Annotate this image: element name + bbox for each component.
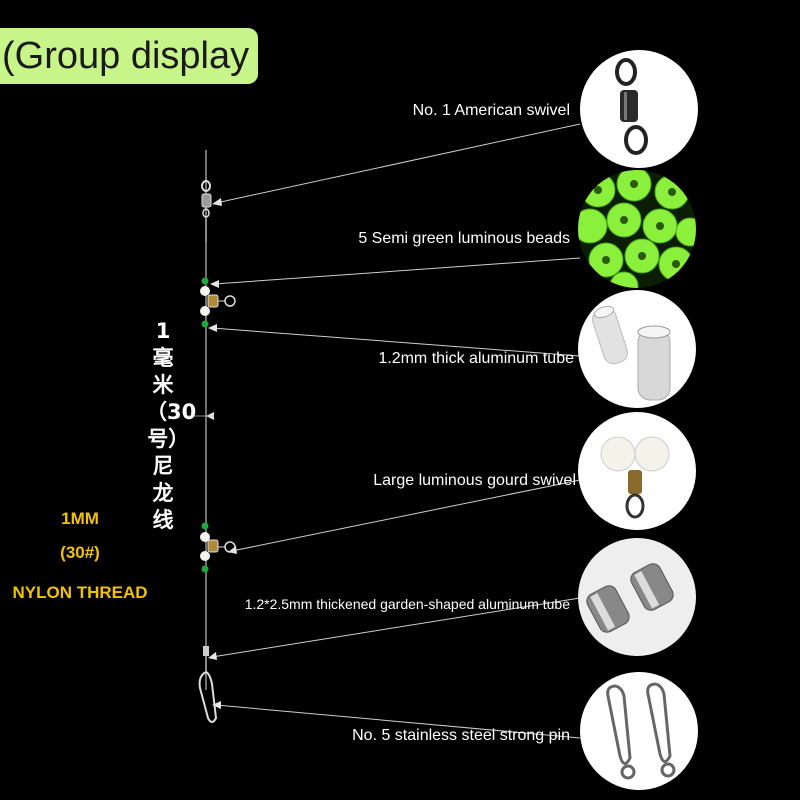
leader-line-gourd-swivel: [231, 479, 581, 552]
thread-number: (30#): [60, 543, 100, 562]
upper-bead-group-icon: [200, 277, 236, 328]
leader-line-pin: [215, 704, 581, 739]
leader-line-beads: [213, 257, 581, 285]
top-swivel-icon: [201, 180, 212, 242]
lower-bead-group-icon: [200, 522, 236, 573]
thread-size: 1MM: [61, 509, 99, 528]
group-display-title: (Group display: [0, 28, 258, 84]
label-luminous-beads: 5 Semi green luminous beads: [358, 230, 570, 247]
label-gourd-swivel: Large luminous gourd swivel: [373, 472, 576, 489]
thread-name: NYLON THREAD: [12, 583, 148, 602]
green-beads-icon: [578, 170, 696, 288]
label-snap-pin: No. 5 stainless steel strong pin: [352, 727, 570, 744]
bottom-snap-icon: [198, 646, 218, 723]
leader-line-sleeve: [211, 597, 581, 658]
label-aluminum-tube: 1.2mm thick aluminum tube: [378, 350, 574, 367]
leader-line-tube: [211, 327, 581, 357]
barrel-swivel-icon: [580, 50, 698, 168]
leader-line-swivel: [215, 123, 581, 204]
label-american-swivel: No. 1 American swivel: [412, 102, 570, 119]
label-aluminum-sleeve: 1.2*2.5mm thickened garden-shaped alumin…: [244, 596, 570, 612]
gourd-swivel-icon: [578, 412, 696, 530]
arrowheads: [206, 198, 237, 709]
clear-tube-icon: [578, 290, 696, 408]
snap-pin-icon: [580, 672, 698, 790]
chinese-thread-label: 1毫米（30号）尼龙线: [146, 319, 197, 532]
aluminum-sleeve-icon: [578, 538, 696, 656]
